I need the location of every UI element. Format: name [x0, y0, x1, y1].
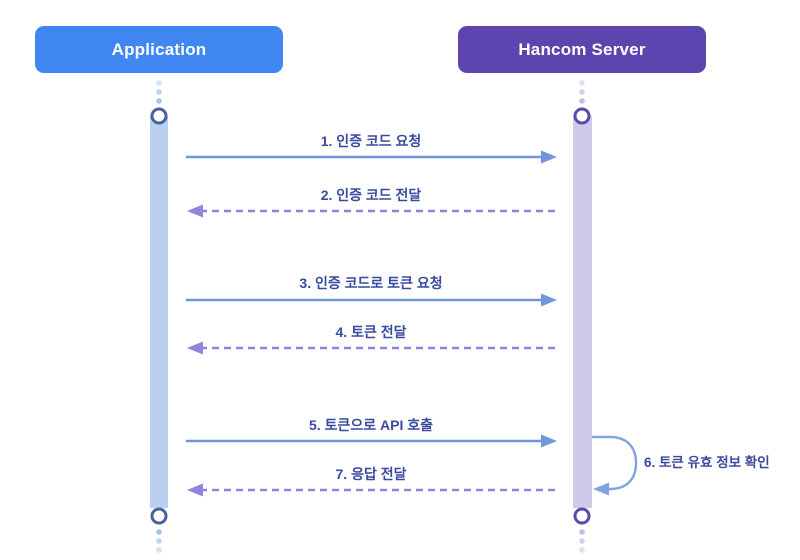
lifeline-dots-server-top: [579, 80, 585, 104]
message-label-1: 1. 인증 코드 요청: [320, 133, 422, 149]
lifeline-endpoint-application-top: [150, 107, 168, 125]
actor-box-application: Application: [35, 26, 283, 73]
message-label-2: 2. 인증 코드 전달: [320, 187, 422, 203]
message-label-3: 3. 인증 코드로 토큰 요청: [299, 275, 443, 291]
lifeline-dots-application-bottom: [156, 529, 162, 553]
actor-label-application: Application: [111, 39, 207, 59]
arrow-2-auth-code-delivery: [187, 204, 555, 218]
message-label-7: 7. 응답 전달: [335, 466, 407, 482]
lifeline-endpoint-server-top: [573, 107, 591, 125]
lifeline-endpoint-server-bottom: [573, 507, 591, 525]
message-label-6: 6. 토큰 유효 정보 확인: [644, 455, 770, 470]
lifeline-endpoint-application-bottom: [150, 507, 168, 525]
actor-label-hancom-server: Hancom Server: [518, 39, 646, 59]
arrow-4-token-delivery: [187, 341, 555, 355]
lifeline-dots-application-top: [156, 80, 162, 104]
arrow-5-api-call: [186, 434, 557, 448]
activation-bar-application: [150, 116, 168, 508]
message-label-5: 5. 토큰으로 API 호출: [309, 417, 433, 433]
activation-bar-hancom-server: [573, 116, 592, 508]
arrow-7-response-delivery: [187, 483, 555, 497]
lifeline-dots-server-bottom: [579, 529, 585, 553]
message-label-4: 4. 토큰 전달: [335, 324, 407, 340]
arrow-1-auth-code-request: [186, 150, 557, 164]
arrow-6-token-validation-self-loop: [592, 435, 638, 496]
arrow-3-token-request: [186, 293, 557, 307]
actor-box-hancom-server: Hancom Server: [458, 26, 706, 73]
